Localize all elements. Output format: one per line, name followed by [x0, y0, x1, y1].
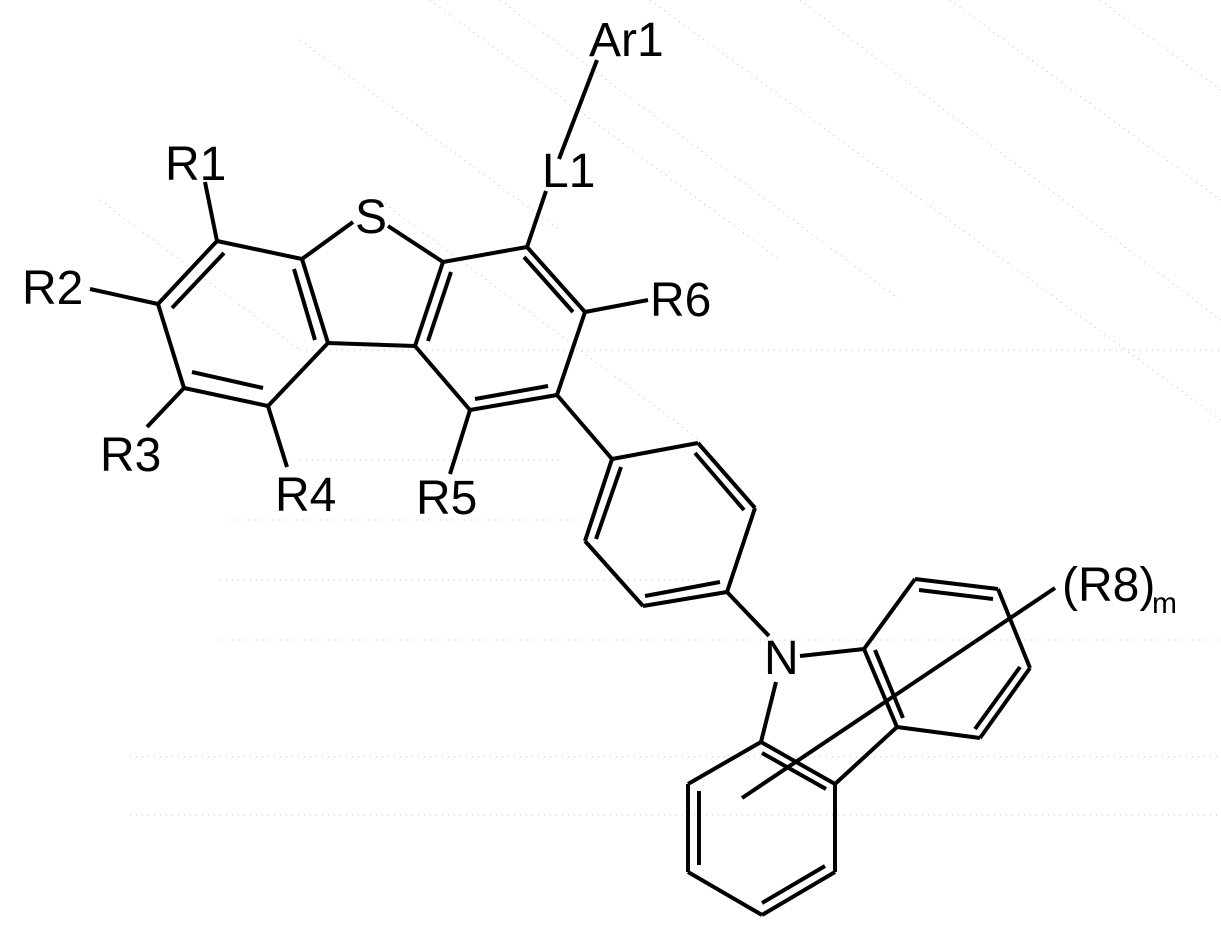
- r4-label: R4: [275, 469, 336, 522]
- nitrogen-label: N: [764, 632, 799, 685]
- background-texture: [99, 0, 1221, 816]
- r2-label: R2: [22, 262, 83, 315]
- thiophene-ring: [300, 220, 445, 348]
- r5-label: R5: [416, 472, 477, 525]
- right-benzene-ring: [413, 245, 587, 412]
- sulfur-label: S: [355, 191, 387, 244]
- r6-label: R6: [650, 274, 711, 327]
- atom-labels: S N R1 R2 R3 R4 R5 R6 L1 Ar1 (R8) m: [22, 14, 1177, 685]
- carbazole: [686, 577, 1057, 917]
- r1-label: R1: [165, 138, 226, 191]
- ar1-label: Ar1: [589, 14, 664, 67]
- r3-label: R3: [100, 429, 161, 482]
- l1-label: L1: [542, 145, 595, 198]
- r8-subscript-m: m: [1152, 587, 1177, 620]
- left-benzene-ring: [156, 239, 330, 408]
- r8-label: (R8): [1062, 559, 1155, 612]
- core-substituent-bonds: [89, 59, 649, 475]
- phenylene-ring: [583, 441, 771, 638]
